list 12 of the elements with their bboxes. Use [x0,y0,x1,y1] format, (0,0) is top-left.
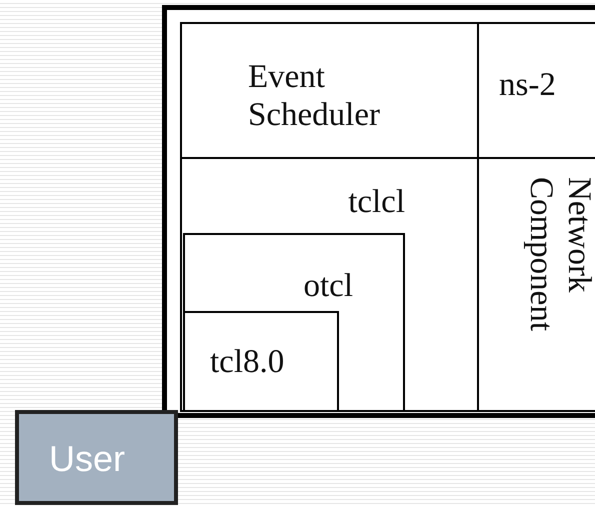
scheduler-cell [180,22,479,159]
layer-label: Event Scheduler [248,58,381,134]
layer-label: ns-2 [499,66,556,104]
box-label: User [49,440,126,478]
layer-label: Network Component [522,177,595,333]
user-box [15,410,178,505]
layer-label: tclcl [348,183,405,221]
tclcl-layer [180,157,479,410]
tcl-layer [183,311,339,412]
layer-label: tcl8.0 [210,343,284,381]
otcl-layer [183,233,405,410]
layer-label: otcl [304,267,353,305]
